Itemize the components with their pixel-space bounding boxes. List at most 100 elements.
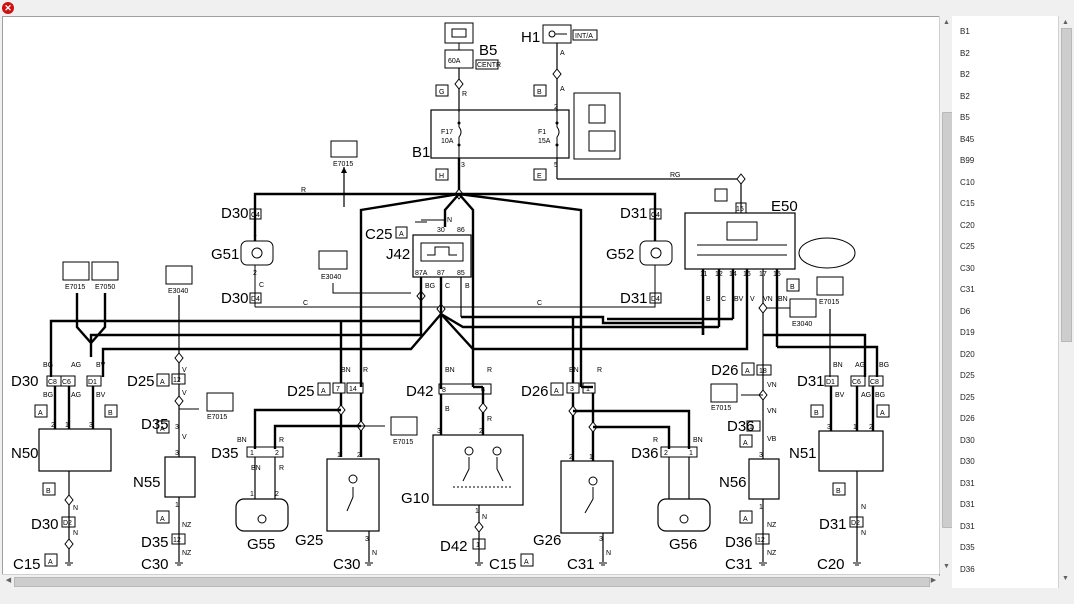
list-item[interactable]: D30 (960, 457, 975, 466)
pin: 3 (461, 162, 465, 169)
pin: 2 (664, 450, 668, 457)
label-g52: G52 (606, 246, 634, 263)
wire-label: BG (425, 283, 435, 290)
ref-e7015: E7015 (819, 299, 839, 306)
scrollbar-thumb[interactable] (14, 577, 930, 587)
list-item[interactable]: C15 (960, 199, 975, 208)
scroll-up-arrow-icon[interactable]: ▲ (943, 19, 950, 26)
wire-label: RG (670, 172, 681, 179)
pin: 1 (175, 502, 179, 509)
wire-label: VN (767, 382, 777, 389)
list-item[interactable]: C20 (960, 220, 975, 230)
list-item[interactable]: C10 (960, 177, 975, 187)
label-h1: H1 (521, 29, 540, 46)
fuse-15a: 15A (538, 138, 551, 145)
pin: 12 (173, 377, 181, 384)
wire-label: N (73, 530, 78, 537)
pin: 2 (275, 491, 279, 498)
wire-label: V (182, 390, 187, 397)
diagram-horizontal-scrollbar[interactable]: ◀ ▶ (2, 574, 939, 588)
pin: 15 (736, 206, 744, 213)
wire-label: NZ (767, 522, 777, 529)
pin: 3 (175, 450, 179, 457)
close-icon[interactable]: ✕ (2, 2, 14, 14)
pin: 18 (759, 368, 767, 375)
list-item[interactable]: C30 (960, 263, 975, 273)
label-c20: C20 (817, 556, 845, 573)
pin: 1 (689, 450, 693, 457)
box-h: H (439, 173, 444, 180)
scroll-down-arrow-icon[interactable]: ▼ (943, 563, 950, 570)
pin: 86 (457, 227, 465, 234)
label-c25: C25 (365, 226, 393, 243)
list-item[interactable]: B2 (960, 48, 970, 58)
list-item[interactable]: C31 (960, 285, 975, 294)
pin: 1 (250, 491, 254, 498)
pin: C6 (62, 379, 71, 386)
wire-label: BV (734, 296, 744, 303)
list-item[interactable]: C25 (960, 242, 975, 251)
list-item[interactable]: D36 (960, 564, 975, 574)
list-item[interactable]: D6 (960, 306, 971, 316)
wire-label: BN (833, 362, 843, 369)
scroll-left-arrow-icon[interactable]: ◀ (5, 577, 12, 584)
pin: D2 (851, 520, 860, 527)
wire-label: C (537, 300, 542, 307)
scroll-down-arrow-icon[interactable]: ▼ (1062, 575, 1069, 582)
wiring-diagram-canvas[interactable]: 60A B5 CENTR R H1 INT/A A A G B B1 F17 1… (2, 16, 940, 576)
wire-label: R (279, 465, 284, 472)
pin: 7 (336, 386, 340, 393)
list-item[interactable]: D19 (960, 328, 975, 337)
list-item[interactable]: D30 (960, 435, 975, 445)
box-e: E (537, 173, 542, 180)
list-item[interactable]: B99 (960, 156, 975, 165)
list-item[interactable]: D35 (960, 543, 975, 552)
scroll-up-arrow-icon[interactable]: ▲ (1062, 19, 1069, 26)
list-item[interactable]: D31 (960, 521, 975, 531)
wire-label: R (487, 367, 492, 374)
wire-label: R (487, 416, 492, 423)
diagram-vertical-scrollbar[interactable]: ▲ ▼ (939, 16, 953, 574)
label-d26: D26 (521, 383, 549, 400)
pin: 1 (586, 386, 590, 393)
wire-label: BV (96, 392, 106, 399)
label-c15: C15 (489, 556, 517, 573)
wire-label: BN (237, 437, 247, 444)
wire-label: BG (875, 392, 885, 399)
wire-label: BN (251, 465, 261, 472)
box-a: A (880, 410, 885, 417)
scroll-right-arrow-icon[interactable]: ▶ (930, 577, 937, 584)
list-item[interactable]: D25 (960, 392, 975, 402)
wire-label: A (560, 50, 565, 57)
wire-label: R (363, 367, 368, 374)
label-n56: N56 (719, 474, 747, 491)
wire-label: AG (855, 362, 865, 369)
list-item[interactable]: D31 (960, 500, 975, 509)
wire-label: BN (778, 296, 788, 303)
box-b: B (537, 89, 542, 96)
list-item[interactable]: B2 (960, 70, 970, 79)
pin: 2 (569, 454, 573, 461)
list-item[interactable]: D31 (960, 478, 975, 488)
scrollbar-thumb[interactable] (1061, 28, 1072, 342)
wire-label: NZ (767, 550, 777, 557)
wire-label: BG (43, 392, 53, 399)
list-scrollbar[interactable]: ▲ ▼ (1058, 16, 1072, 588)
list-item[interactable]: D20 (960, 349, 975, 359)
list-item[interactable]: B2 (960, 91, 970, 101)
wire-label: BV (835, 392, 845, 399)
wire-label: BV (96, 362, 106, 369)
wire-label: AG (71, 362, 81, 369)
list-item[interactable]: D26 (960, 414, 975, 423)
label-c30: C30 (333, 556, 361, 573)
wire-label: N (482, 514, 487, 521)
list-item[interactable]: B45 (960, 134, 975, 144)
list-item[interactable]: D25 (960, 371, 975, 380)
label-j42: J42 (386, 246, 410, 263)
box-b: B (836, 488, 841, 495)
list-item[interactable]: B1 (960, 27, 970, 36)
pin: 12 (757, 537, 765, 544)
list-item[interactable]: B5 (960, 113, 970, 122)
pin: C8 (48, 379, 57, 386)
